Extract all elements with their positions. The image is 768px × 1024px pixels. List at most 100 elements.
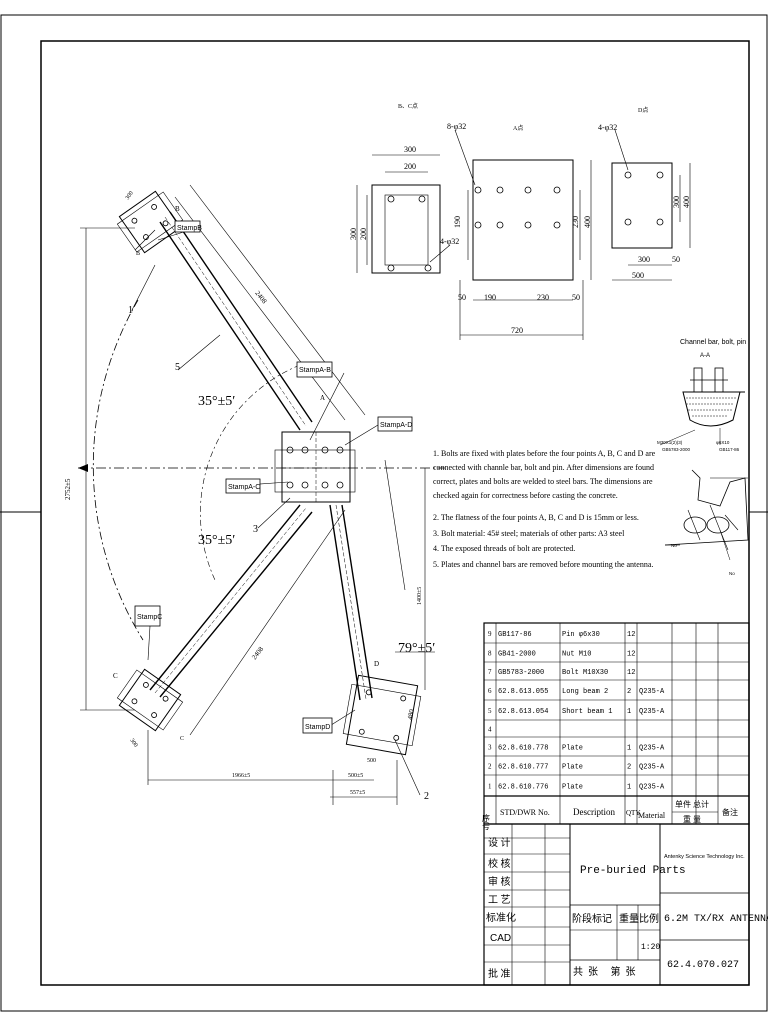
note-line-2: connected with channle bar, bolt and pin… bbox=[433, 463, 654, 472]
channel-note-left-2: GB5783-2000 bbox=[662, 447, 691, 452]
note-line-7: 4. The exposed threads of bolt are prote… bbox=[433, 544, 575, 553]
bom-row-qty: 1 bbox=[627, 784, 631, 792]
leader-lines bbox=[131, 229, 421, 796]
detail-a-plate bbox=[454, 129, 592, 340]
tb-scale: 比例 bbox=[639, 912, 659, 925]
bom-row-qty: 1 bbox=[627, 745, 631, 753]
plate-b bbox=[116, 190, 184, 254]
note-line-6: 3. Bolt material: 45# steel; materials o… bbox=[433, 529, 625, 538]
bc-dim-200-h: 200 bbox=[359, 228, 368, 240]
bc-dim-300-h: 300 bbox=[349, 228, 358, 240]
a-dim-720: 720 bbox=[511, 326, 523, 335]
a-dim-50-right: 50 bbox=[572, 293, 580, 302]
point-a-label: A bbox=[320, 394, 325, 402]
title-block-grid bbox=[483, 823, 750, 986]
detail-a-text: A点 8-φ32 190 230 400 50 190 230 50 720 bbox=[447, 122, 592, 335]
view-label-a: A点 bbox=[513, 124, 523, 132]
bom-row-no: 2 bbox=[488, 763, 492, 771]
tb-review: 审 核 bbox=[488, 875, 511, 888]
dim-overall-height: 2752±5 bbox=[64, 478, 72, 500]
channel-note-right-2: GB117-86 bbox=[719, 447, 740, 452]
a-dim-230-h: 230 bbox=[571, 216, 580, 228]
bom-row-std: 62.8.610.777 bbox=[498, 764, 548, 772]
view-label-d: D点 bbox=[638, 106, 648, 114]
tb-product: 6.2M TX/RX ANTENNA bbox=[664, 913, 768, 925]
bom-row-no: 9 bbox=[488, 630, 492, 638]
dim-small-b: 300 bbox=[125, 190, 135, 201]
bom-row-std: 62.8.613.054 bbox=[498, 708, 548, 716]
angle-d: 79°±5′ bbox=[398, 641, 435, 656]
reference-arc bbox=[92, 299, 144, 641]
technical-notes: 1. Bolts are fixed with plates before th… bbox=[433, 449, 656, 569]
detail-d-plate bbox=[611, 129, 691, 281]
bc-hole-callout: 4-φ32 bbox=[440, 237, 459, 246]
tb-sheets: 共 张 第 张 bbox=[573, 965, 636, 978]
bom-row-no: 6 bbox=[488, 687, 492, 695]
stamp-c: StampC bbox=[137, 614, 162, 621]
tb-approve: 批 准 bbox=[488, 967, 511, 980]
point-b-small-label: B bbox=[136, 251, 140, 257]
channel-note-n-right: No bbox=[729, 571, 735, 576]
bom-row-desc: Plate bbox=[562, 764, 583, 772]
bom-row-desc: Nut M10 bbox=[562, 651, 591, 659]
detail-bc-text: B、C点 300 200 300 200 4-φ32 bbox=[349, 102, 459, 246]
d-hole-callout: 4-φ32 bbox=[598, 123, 617, 132]
bom-row-qty: 2 bbox=[627, 688, 631, 696]
bom-row-no: 4 bbox=[488, 726, 492, 734]
tb-stage: 阶段标记 bbox=[572, 912, 612, 925]
bom-row-desc: Long beam 2 bbox=[562, 688, 608, 696]
detail-channel-section bbox=[659, 367, 745, 446]
bom-header-qty: QTY bbox=[626, 809, 640, 817]
channel-note-n-left: No bbox=[671, 543, 677, 548]
dim-bottom-2: 500±5 bbox=[348, 773, 363, 779]
beam-ab bbox=[134, 196, 346, 431]
tb-scale-value: 1:20 bbox=[641, 943, 660, 952]
point-c-label: C bbox=[113, 672, 118, 680]
view-label-bc: B、C点 bbox=[398, 102, 418, 110]
callout-5: 5 bbox=[175, 362, 180, 373]
bom-row-mat: Q235-A bbox=[639, 745, 665, 753]
dim-bottom-3: 557±5 bbox=[350, 790, 365, 796]
dim-beam-ac: 2408 bbox=[250, 645, 265, 661]
plan-view bbox=[78, 184, 445, 805]
channel-note-left-1: M30X1(2)(3) bbox=[657, 440, 683, 445]
a-dim-230-w: 230 bbox=[537, 293, 549, 302]
bom-row-qty: 12 bbox=[627, 669, 635, 677]
a-dim-190-w: 190 bbox=[484, 293, 496, 302]
dim-bottom-1: 1966±5 bbox=[232, 773, 250, 779]
bom-header-weight-bottom: 重 量 bbox=[683, 814, 701, 824]
a-dim-50-left: 50 bbox=[458, 293, 466, 302]
note-line-8: 5. Plates and channel bars are removed b… bbox=[433, 560, 653, 569]
tb-cad: CAD bbox=[490, 933, 511, 944]
title-block-text: 设 计 校 核 审 核 工 艺 标准化 CAD 批 准 Pre-buried P… bbox=[486, 836, 768, 980]
callout-3: 3 bbox=[253, 524, 258, 535]
beam-ad bbox=[329, 459, 406, 701]
bom-row-no: 7 bbox=[488, 668, 492, 676]
detail-channel-text: Channel bar, bolt, pin A-A M30X1(2)(3) G… bbox=[657, 339, 746, 576]
bom-row-mat: Q235-A bbox=[639, 784, 665, 792]
a-dim-400-h: 400 bbox=[583, 216, 592, 228]
tb-check: 校 核 bbox=[488, 857, 511, 870]
point-b-label: B bbox=[175, 205, 180, 213]
bom-row-qty: 12 bbox=[627, 651, 635, 659]
bom-row-no: 5 bbox=[488, 707, 492, 715]
stamp-d: StampD bbox=[305, 724, 330, 731]
bom-row-std: GB41-2000 bbox=[498, 651, 536, 659]
bom-row-no: 1 bbox=[488, 783, 492, 791]
bom-row-mat: Q235-A bbox=[639, 708, 665, 716]
d-dim-400-h: 400 bbox=[682, 196, 691, 208]
plan-view-text: 2408 2408 2752±5 1966±5 500±5 557±5 1400… bbox=[64, 190, 435, 802]
dim-d-side: 1400±5 bbox=[417, 587, 423, 605]
bom-row-std: 62.8.610.776 bbox=[498, 784, 548, 792]
note-line-3: correct, plates and bolts are welded to … bbox=[433, 477, 653, 486]
bom-row-no: 3 bbox=[488, 744, 492, 752]
dim-d-plate-w: 500 bbox=[367, 758, 376, 764]
callout-2: 2 bbox=[424, 791, 429, 802]
bom-row-no: 8 bbox=[488, 650, 492, 658]
callout-1: 1 bbox=[128, 305, 133, 316]
dim-d-plate: 480 bbox=[406, 708, 416, 720]
bc-dim-200-w: 200 bbox=[404, 162, 416, 171]
bom-row-mat: Q235-A bbox=[639, 764, 665, 772]
bom-row-std: GB5783-2000 bbox=[498, 669, 544, 677]
